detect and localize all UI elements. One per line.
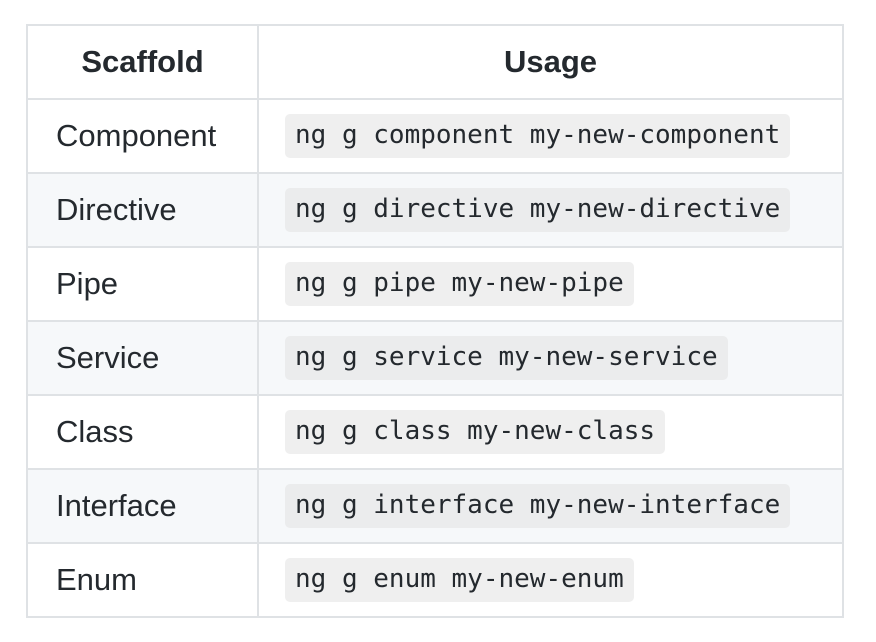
usage-command: ng g class my-new-class bbox=[285, 409, 666, 455]
table-row: Component ng g component my-new-componen… bbox=[26, 98, 844, 174]
header-usage: Usage bbox=[257, 24, 844, 100]
usage-cell: ng g interface my-new-interface bbox=[257, 468, 844, 544]
header-scaffold: Scaffold bbox=[26, 24, 259, 100]
scaffold-name-cell: Pipe bbox=[26, 246, 259, 322]
usage-cell: ng g enum my-new-enum bbox=[257, 542, 844, 618]
table-row: Enum ng g enum my-new-enum bbox=[26, 542, 844, 618]
usage-cell: ng g pipe my-new-pipe bbox=[257, 246, 844, 322]
scaffold-name-cell: Interface bbox=[26, 468, 259, 544]
usage-command: ng g interface my-new-interface bbox=[285, 483, 791, 529]
table-row: Directive ng g directive my-new-directiv… bbox=[26, 172, 844, 248]
usage-command: ng g directive my-new-directive bbox=[285, 187, 791, 233]
scaffold-name-cell: Component bbox=[26, 98, 259, 174]
table-body: Component ng g component my-new-componen… bbox=[26, 98, 844, 618]
table-header: Scaffold Usage bbox=[26, 24, 844, 100]
table-row: Interface ng g interface my-new-interfac… bbox=[26, 468, 844, 544]
scaffold-name-cell: Service bbox=[26, 320, 259, 396]
scaffold-usage-table: Scaffold Usage Component ng g component … bbox=[26, 24, 844, 618]
usage-cell: ng g service my-new-service bbox=[257, 320, 844, 396]
scaffold-name-cell: Directive bbox=[26, 172, 259, 248]
scaffold-name-cell: Enum bbox=[26, 542, 259, 618]
usage-cell: ng g directive my-new-directive bbox=[257, 172, 844, 248]
table-row: Pipe ng g pipe my-new-pipe bbox=[26, 246, 844, 322]
usage-command: ng g component my-new-component bbox=[285, 113, 791, 159]
scaffold-name-cell: Class bbox=[26, 394, 259, 470]
usage-command: ng g pipe my-new-pipe bbox=[285, 261, 634, 307]
usage-command: ng g enum my-new-enum bbox=[285, 557, 634, 603]
usage-command: ng g service my-new-service bbox=[285, 335, 728, 381]
table-row: Class ng g class my-new-class bbox=[26, 394, 844, 470]
table-row: Service ng g service my-new-service bbox=[26, 320, 844, 396]
usage-cell: ng g component my-new-component bbox=[257, 98, 844, 174]
header-row: Scaffold Usage bbox=[26, 24, 844, 100]
usage-cell: ng g class my-new-class bbox=[257, 394, 844, 470]
